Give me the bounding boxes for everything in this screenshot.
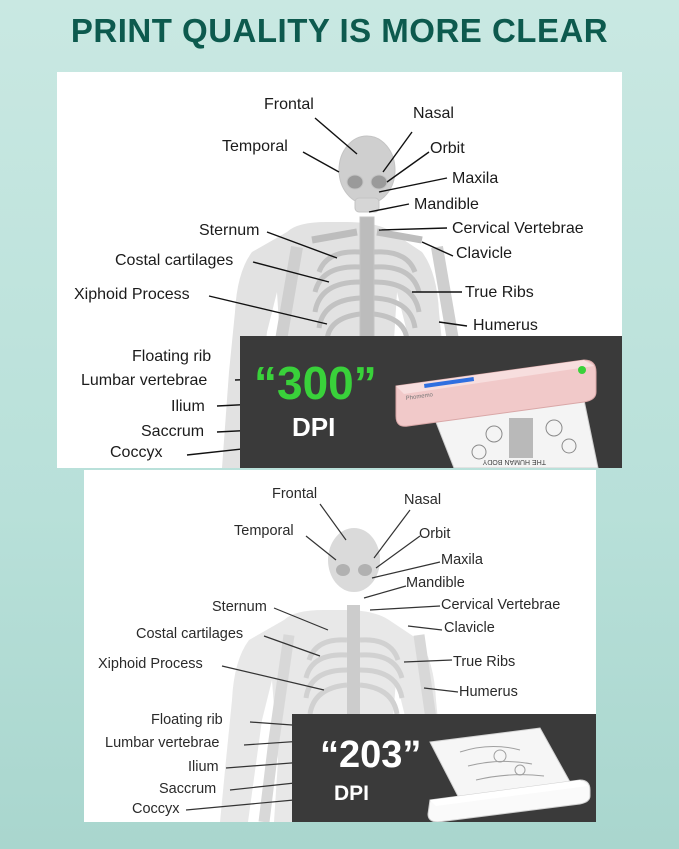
label-cervical-vertebrae: Cervical Vertebrae xyxy=(452,220,584,237)
dpi-value-203: “203” xyxy=(320,734,422,776)
label-saccrum: Saccrum xyxy=(141,423,205,440)
label-saccrum-203: Saccrum xyxy=(159,781,217,797)
paper-title-text: THE HUMAN BODY xyxy=(482,458,546,465)
label-frontal-203: Frontal xyxy=(272,486,318,502)
dpi-value-300: “300” xyxy=(254,357,377,409)
label-lumbar-vertebrae: Lumbar vertebrae xyxy=(81,372,208,389)
dpi-badge-300: “300” DPI Phomemo THE HUMAN BODY xyxy=(240,336,622,468)
label-orbit-203: Orbit xyxy=(419,526,451,542)
white-printer-illustration xyxy=(427,727,591,822)
sample-300dpi-panel: Frontal Nasal Temporal Orbit Maxila Mand… xyxy=(57,72,622,468)
label-nasal: Nasal xyxy=(413,105,454,122)
label-sternum: Sternum xyxy=(199,222,260,239)
label-humerus: Humerus xyxy=(473,317,538,334)
label-costal-cartilages-203: Costal cartilages xyxy=(136,626,244,642)
label-nasal-203: Nasal xyxy=(404,492,442,508)
label-clavicle-203: Clavicle xyxy=(444,620,495,636)
dpi-badge-203: “203” DPI xyxy=(292,714,596,822)
label-true-ribs: True Ribs xyxy=(465,284,534,301)
label-true-ribs-203: True Ribs xyxy=(453,654,516,670)
label-mandible-203: Mandible xyxy=(406,575,465,591)
label-cervical-vertebrae-203: Cervical Vertebrae xyxy=(441,597,561,613)
label-temporal: Temporal xyxy=(222,138,288,155)
label-ilium-203: Ilium xyxy=(188,759,219,775)
label-floating-rib-203: Floating rib xyxy=(151,712,223,728)
label-costal-cartilages: Costal cartilages xyxy=(115,252,234,269)
label-sternum-203: Sternum xyxy=(212,599,267,615)
label-mandible: Mandible xyxy=(414,196,479,213)
headline: PRINT QUALITY IS MORE CLEAR xyxy=(70,12,609,49)
label-lumbar-vertebrae-203: Lumbar vertebrae xyxy=(105,735,220,751)
label-maxila: Maxila xyxy=(452,170,499,187)
label-temporal-203: Temporal xyxy=(234,523,294,539)
dpi-unit-203: DPI xyxy=(334,782,370,805)
dpi-unit-300: DPI xyxy=(292,412,336,442)
pink-printer-illustration: Phomemo THE HUMAN BODY xyxy=(395,359,599,468)
label-frontal: Frontal xyxy=(264,96,314,113)
label-coccyx: Coccyx xyxy=(110,444,163,461)
label-humerus-203: Humerus xyxy=(459,684,518,700)
printer-brand-text: Phomemo xyxy=(405,392,434,402)
label-xiphoid-process-203: Xiphoid Process xyxy=(98,656,203,672)
sample-203dpi-panel: Frontal Nasal Temporal Orbit Maxila Mand… xyxy=(84,470,596,822)
label-orbit: Orbit xyxy=(430,140,465,157)
label-xiphoid-process: Xiphoid Process xyxy=(74,286,190,303)
label-clavicle: Clavicle xyxy=(456,245,513,262)
label-ilium: Ilium xyxy=(171,398,205,415)
label-floating-rib: Floating rib xyxy=(132,348,212,365)
label-coccyx-203: Coccyx xyxy=(132,801,180,817)
label-maxila-203: Maxila xyxy=(441,552,483,568)
